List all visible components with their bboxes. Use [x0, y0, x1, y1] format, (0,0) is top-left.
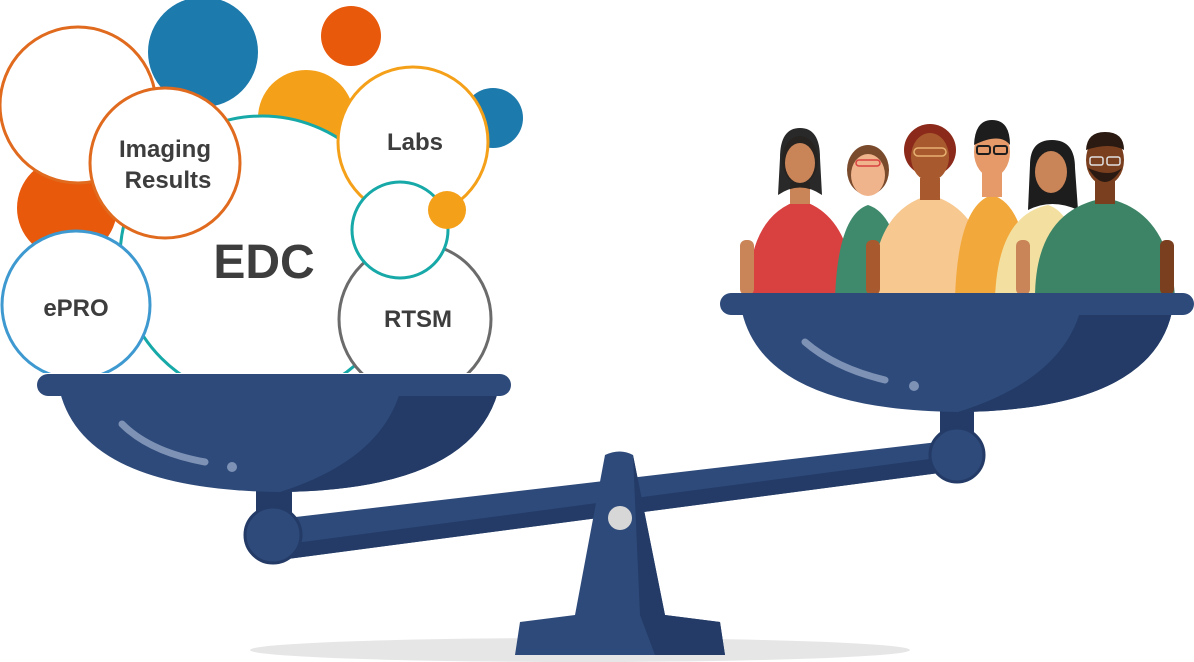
people-group: [740, 120, 1175, 298]
scale: [37, 312, 1172, 655]
epro-label: ePRO: [43, 295, 108, 322]
edc-label: EDC: [213, 236, 314, 289]
left-pan-contents: EDC Imaging Results Labs ePRO RTSM: [0, 0, 523, 402]
scale-stand: [515, 451, 725, 655]
right-pan-bowl-shade: [958, 312, 1172, 412]
labs-label: Labs: [387, 129, 443, 156]
rtsm-label: RTSM: [384, 306, 452, 333]
decorative-dot: [428, 191, 466, 229]
imaging-results-label-line1: Imaging: [119, 136, 211, 163]
decorative-circle: [321, 6, 381, 66]
imaging-results-label-line2: Results: [125, 167, 212, 194]
right-pivot-icon: [928, 426, 986, 484]
person-teal-shirt: [1035, 132, 1175, 298]
left-pan-bowl-shade: [280, 392, 498, 492]
stand-pivot-icon: [608, 506, 632, 530]
decorative-circle: [148, 0, 258, 107]
left-pan-highlight-dot: [227, 462, 237, 472]
right-pan-rim: [720, 293, 1194, 315]
left-pan-highlight: [118, 420, 209, 466]
left-pivot-icon: [243, 505, 303, 565]
left-pan-rim: [37, 374, 511, 396]
person-red-shirt: [740, 128, 855, 298]
imaging-results-circle: [88, 86, 242, 240]
scale-stand-shade: [633, 455, 725, 655]
decorative-ring: [350, 180, 450, 280]
right-pan-highlight-dot: [909, 381, 919, 391]
right-pan-highlight: [801, 338, 889, 384]
